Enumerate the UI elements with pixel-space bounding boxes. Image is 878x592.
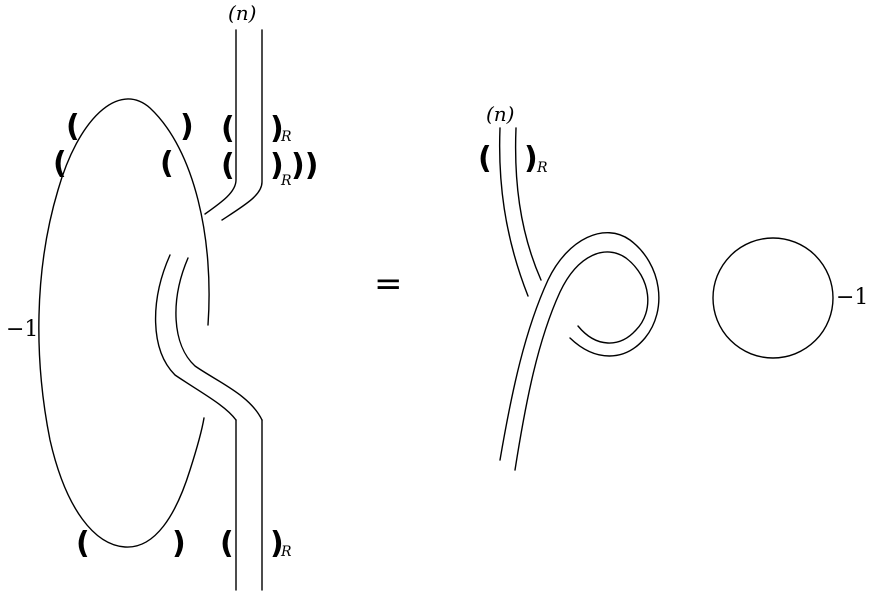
right-diagram: (n) ( ) R −1 [478, 102, 868, 471]
right-band-upper-right [514, 127, 542, 281]
paren-row1-band-left: ( [221, 111, 235, 146]
left-diagram: (n) −1 ( ) ( ) R ( ( ( ) R )) ( ) ( ) R [6, 1, 318, 591]
paren-row2-mid: ( [160, 146, 174, 181]
paren-bottom-right: ) [172, 526, 186, 561]
paren-row2-band-sub: R [280, 173, 292, 189]
circle-framing-label: −1 [836, 285, 868, 310]
band-top-left-strand [204, 29, 237, 215]
paren-row2-band-right: ) [270, 148, 284, 183]
right-curl-outer [499, 232, 660, 461]
paren-bottom-band-left: ( [220, 526, 234, 561]
left-framing-label: −1 [6, 317, 38, 342]
right-curl-inner [514, 251, 649, 471]
paren-bottom-left: ( [76, 526, 90, 561]
paren-row2-left: ( [53, 146, 67, 181]
right-paren-left: ( [478, 141, 492, 176]
loop-inner-strand-a [154, 254, 237, 421]
right-paren-sub: R [536, 160, 548, 176]
left-top-label: (n) [228, 1, 257, 25]
right-paren-right: ) [524, 141, 538, 176]
paren-bottom-band-right: ) [270, 526, 284, 561]
band-top-right-strand [221, 29, 263, 221]
loop-inner-strand-b [175, 257, 263, 421]
right-band-upper-left [498, 127, 529, 297]
equals-sign: = [374, 264, 403, 304]
paren-bottom-band-sub: R [280, 544, 292, 560]
paren-row2-tail: )) [291, 148, 318, 183]
paren-row2-band-left: ( [221, 148, 235, 183]
paren-row1-band-right: ) [270, 111, 284, 146]
right-top-label: (n) [486, 102, 515, 126]
paren-row1-band-sub: R [280, 129, 292, 145]
loop-left-arc [38, 98, 210, 548]
paren-row1-right: ) [180, 109, 194, 144]
unknot-circle [712, 237, 834, 359]
paren-row1-left: ( [66, 109, 80, 144]
